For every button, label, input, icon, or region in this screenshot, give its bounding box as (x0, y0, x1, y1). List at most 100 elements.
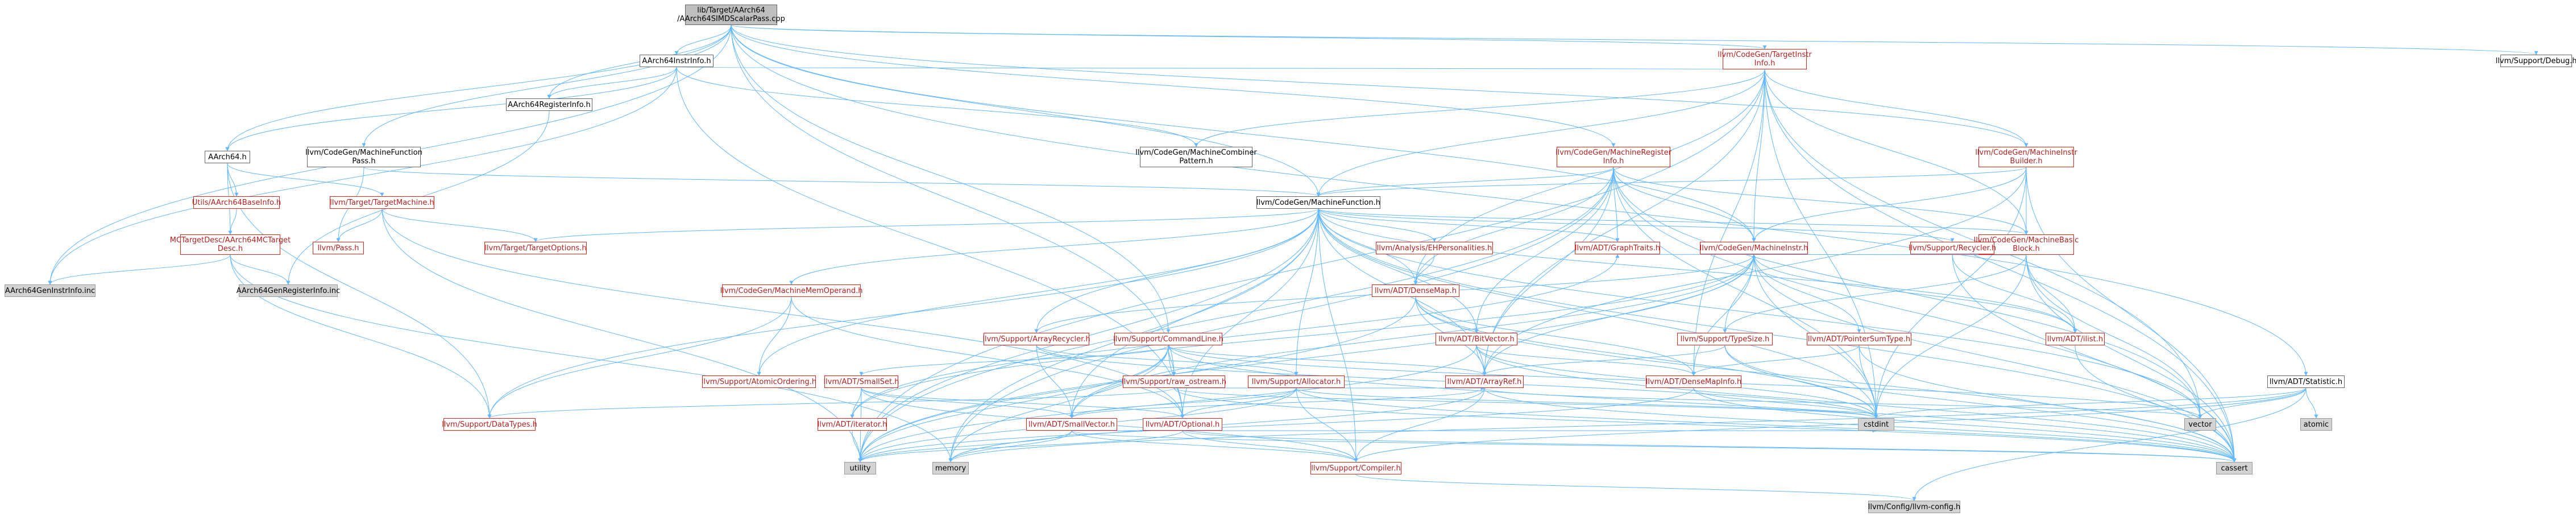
edge-machineregisterinfo-to-cassert (1613, 167, 2237, 463)
node-aarch64-instrinfo[interactable]: AArch64InstrInfo.h (640, 55, 714, 67)
node-ehpersonalities[interactable]: llvm/Analysis/EHPersonalities.h (1376, 242, 1493, 254)
edge-commandline-to-smallset (859, 345, 1169, 376)
node-pointersumtype[interactable]: llvm/ADT/PointerSumType.h (1807, 333, 1911, 345)
edge-machinebasicblock-to-typesize (1723, 254, 2027, 333)
edge-smallvector-to-compiler (1071, 430, 1358, 463)
edge-machineregisterinfo-to-memory (948, 167, 1614, 463)
edge-machineinstr-to-densemapinfo (1691, 254, 1754, 376)
node-debug[interactable]: llvm/Support/Debug.h (2496, 55, 2576, 67)
edge-machineinstr-to-arrayref (1482, 254, 1754, 376)
node-gen-registerinfo[interactable]: AArch64GenRegisterInfo.inc (237, 284, 340, 297)
edge-root-to-machineregisterinfo (731, 24, 1616, 147)
node-densemapinfo[interactable]: llvm/ADT/DenseMapInfo.h (1646, 375, 1741, 388)
node-memory[interactable]: memory (932, 462, 969, 474)
node-compiler[interactable]: llvm/Support/Compiler.h (1310, 462, 1401, 474)
node-optional[interactable]: llvm/ADT/Optional.h (1143, 418, 1222, 431)
node-ilist[interactable]: llvm/ADT/ilist.h (2046, 333, 2105, 345)
edge-utils_baseinfo-to-mctargetdesc (228, 208, 237, 235)
node-graphtraits[interactable]: llvm/ADT/GraphTraits.h (1575, 242, 1660, 254)
node-target-options[interactable]: llvm/Target/TargetOptions.h (484, 242, 587, 254)
edge-machineinstr-to-smallvector (1069, 254, 1754, 419)
edge-mctargetdesc-to-genreginfo (230, 254, 291, 285)
edge-machinebasicblock-to-graphtraits (1617, 254, 2027, 258)
node-cassert[interactable]: cassert (2216, 462, 2253, 474)
node-iterator[interactable]: llvm/ADT/iterator.h (818, 418, 887, 431)
edge-arrayrecycler-to-allocator (1036, 345, 1299, 376)
edge-bitvector-to-arrayref (1476, 345, 1487, 376)
node-machinefunction[interactable]: llvm/CodeGen/MachineFunction.h (1256, 196, 1380, 209)
edge-pointersumtype-to-densemapinfo (1691, 345, 1860, 376)
node-machineinstr[interactable]: llvm/CodeGen/MachineInstr.h (1700, 242, 1808, 254)
edge-machinefunctionpass-to-machinefunction (363, 167, 1321, 197)
edge-machinebasicblock-to-cstdint (1874, 254, 2027, 419)
edge-machinefunction-to-allocator (1294, 208, 1319, 376)
edge-root-to-machineinstrbuilder (731, 24, 2029, 147)
edge-statistic-to-llvmconfig (1912, 387, 2307, 501)
edge-smallset-to-iterator (850, 387, 862, 419)
edge-mctargetdesc-to-datatypes (230, 254, 492, 419)
node-datatypes[interactable]: llvm/Support/DataTypes.h (442, 418, 537, 431)
edge-bitvector-to-densemapinfo (1476, 345, 1696, 376)
edge-densemapinfo-to-utility (858, 387, 1694, 463)
edge-machinefunction-to-datatypes (487, 208, 1319, 419)
node-smallvector[interactable]: llvm/ADT/SmallVector.h (1026, 418, 1117, 431)
edge-ehpersonalities-to-densemap (1413, 254, 1435, 285)
edge-typesize-to-arrayref (1482, 345, 1725, 376)
node-bitvector[interactable]: llvm/ADT/BitVector.h (1436, 333, 1517, 345)
node-typesize[interactable]: llvm/Support/TypeSize.h (1677, 333, 1773, 345)
node-vector[interactable]: vector (2184, 418, 2216, 431)
edge-statistic-to-compiler (1354, 387, 2307, 463)
node-aarch64[interactable]: AArch64.h (205, 151, 250, 163)
node-cstdint[interactable]: cstdint (1858, 418, 1894, 431)
node-gen-instrinfo[interactable]: AArch64GenInstrInfo.inc (5, 284, 96, 297)
node-llvm-config[interactable]: llvm/Config/llvm-config.h (1868, 501, 1960, 513)
node-machinememoperand[interactable]: llvm/CodeGen/MachineMemOperand.h (720, 284, 862, 297)
edge-aarch64instrinfo-to-aarch64reginfo (547, 67, 677, 99)
edge-machineregisterinfo-to-densemap (1413, 167, 1614, 285)
edge-mctargetdesc-to-geninstrinfo (48, 254, 231, 285)
node-smallset[interactable]: llvm/ADT/SmallSet.h (824, 375, 899, 388)
edge-targetinstrinfo-to-machinebasicblock (1764, 69, 2029, 235)
node-statistic[interactable]: llvm/ADT/Statistic.h (2267, 375, 2345, 388)
edge-machinefunction-to-arrayrecycler (1034, 208, 1319, 333)
node-root-file[interactable]: lib/Target/AArch64/AArch64SIMDScalarPass… (677, 5, 785, 25)
edge-densemap-to-cassert (1415, 296, 2237, 463)
edge-aarch64instrinfo-to-aarch64 (225, 67, 677, 151)
node-raw-ostream[interactable]: llvm/Support/raw_ostream.h (1122, 375, 1226, 388)
edge-machineregisterinfo-to-bitvector (1474, 167, 1614, 333)
node-target-machine[interactable]: llvm/Target/TargetMachine.h (330, 196, 434, 209)
node-arrayrecycler[interactable]: llvm/Support/ArrayRecycler.h (982, 333, 1090, 345)
node-aarch64-registerinfo[interactable]: AArch64RegisterInfo.h (506, 98, 592, 111)
node-arrayref[interactable]: llvm/ADT/ArrayRef.h (1445, 375, 1524, 388)
edge-raw_ostream-to-cassert (1173, 387, 2237, 463)
edge-targetinstrinfo-to-cstdint (1764, 69, 1878, 419)
edge-aarch64-to-targetmachine (227, 163, 384, 197)
edge-machinefunction-to-machinememoperand (789, 208, 1319, 285)
edge-root-to-debug (731, 24, 2538, 55)
edge-machineinstrbuilder-to-machinefunction (1316, 167, 2027, 197)
node-atomicordering[interactable]: llvm/Support/AtomicOrdering.h (702, 375, 816, 388)
node-atomic[interactable]: atomic (2300, 418, 2332, 431)
edge-targetmachine-to-targetoptions (381, 208, 538, 242)
edge-pointersumtype-to-cstdint (1859, 345, 1878, 419)
node-pass[interactable]: llvm/Pass.h (313, 242, 364, 254)
edge-machinefunction-to-recycler (1318, 208, 1955, 242)
edge-arrayref-to-vector (1484, 387, 2202, 419)
node-utils-baseinfo[interactable]: Utils/AArch64BaseInfo.h (192, 196, 281, 209)
edge-allocator-to-smallvector (1069, 387, 1297, 419)
edge-densemapinfo-to-cstdint (1693, 387, 1878, 419)
node-commandline[interactable]: llvm/Support/CommandLine.h (1113, 333, 1223, 345)
node-utility[interactable]: utility (844, 462, 876, 474)
node-allocator[interactable]: llvm/Support/Allocator.h (1248, 375, 1345, 388)
node-densemap[interactable]: llvm/ADT/DenseMap.h (1372, 284, 1459, 297)
edge-aarch64instrinfo-to-machinecombiner (676, 67, 1198, 147)
node-recycler[interactable]: llvm/Support/Recycler.h (1909, 242, 1996, 254)
